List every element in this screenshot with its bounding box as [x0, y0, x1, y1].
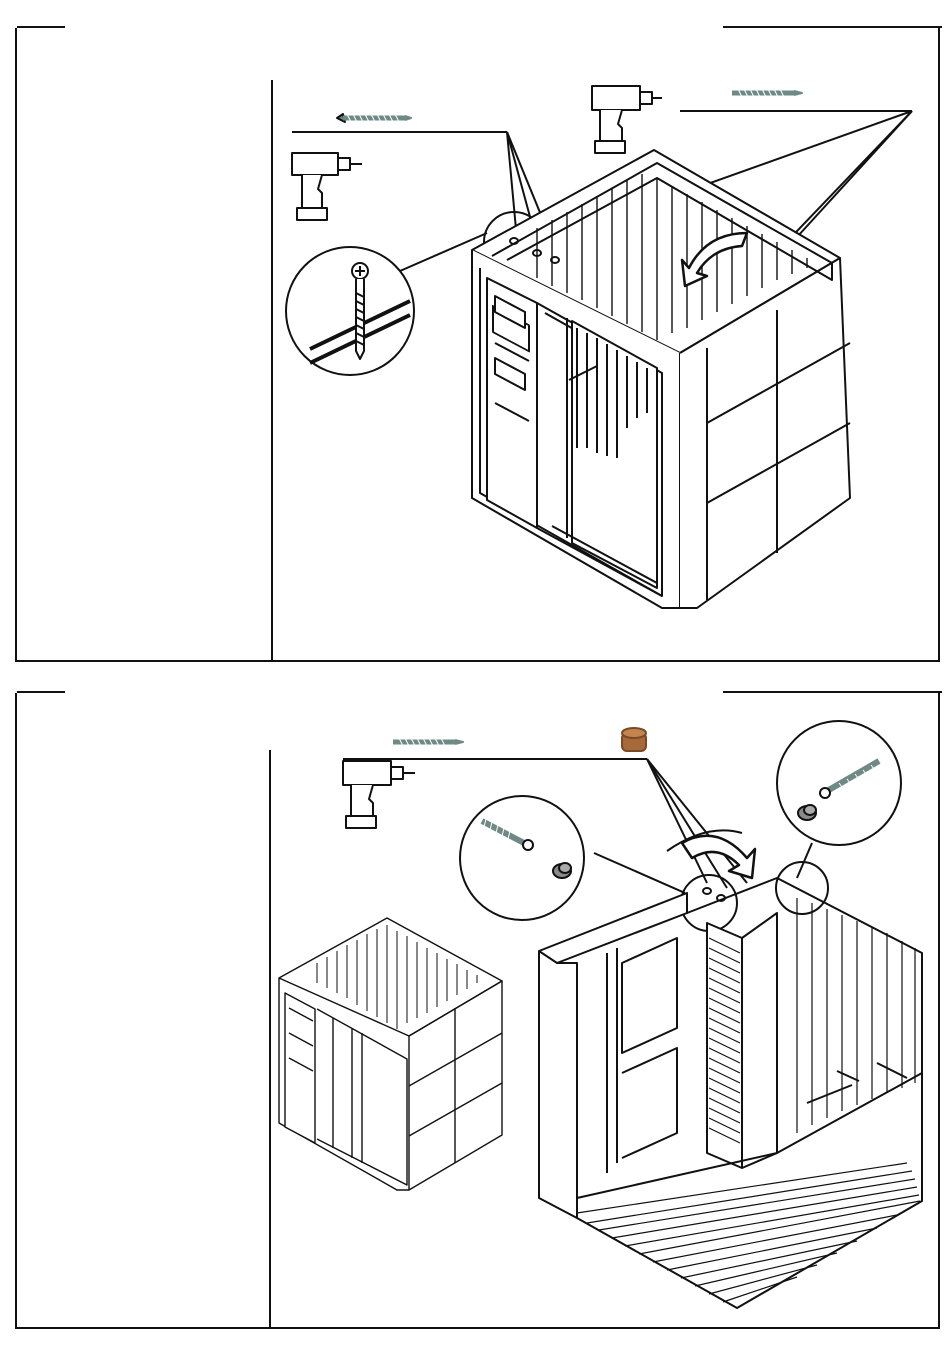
step-2-illustration — [17, 693, 942, 1329]
instruction-panel-step-2 — [15, 693, 940, 1329]
step-1-illustration — [17, 28, 942, 662]
drill-icon — [592, 86, 662, 153]
sauna-cabin-drawing — [472, 150, 850, 608]
drill-icon — [292, 153, 362, 220]
wood-plug-icon — [622, 728, 646, 751]
cabin-interior-drawing — [539, 830, 922, 1308]
screw-detail-icon — [286, 247, 414, 375]
screw-icon — [732, 89, 802, 97]
reference-cabin-drawing — [279, 918, 502, 1190]
screw-icon — [393, 738, 463, 746]
screw-and-plug-detail-left — [460, 796, 584, 920]
screw-icon — [337, 114, 411, 122]
instruction-panel-step-1 — [15, 28, 940, 662]
drill-icon — [343, 761, 415, 828]
